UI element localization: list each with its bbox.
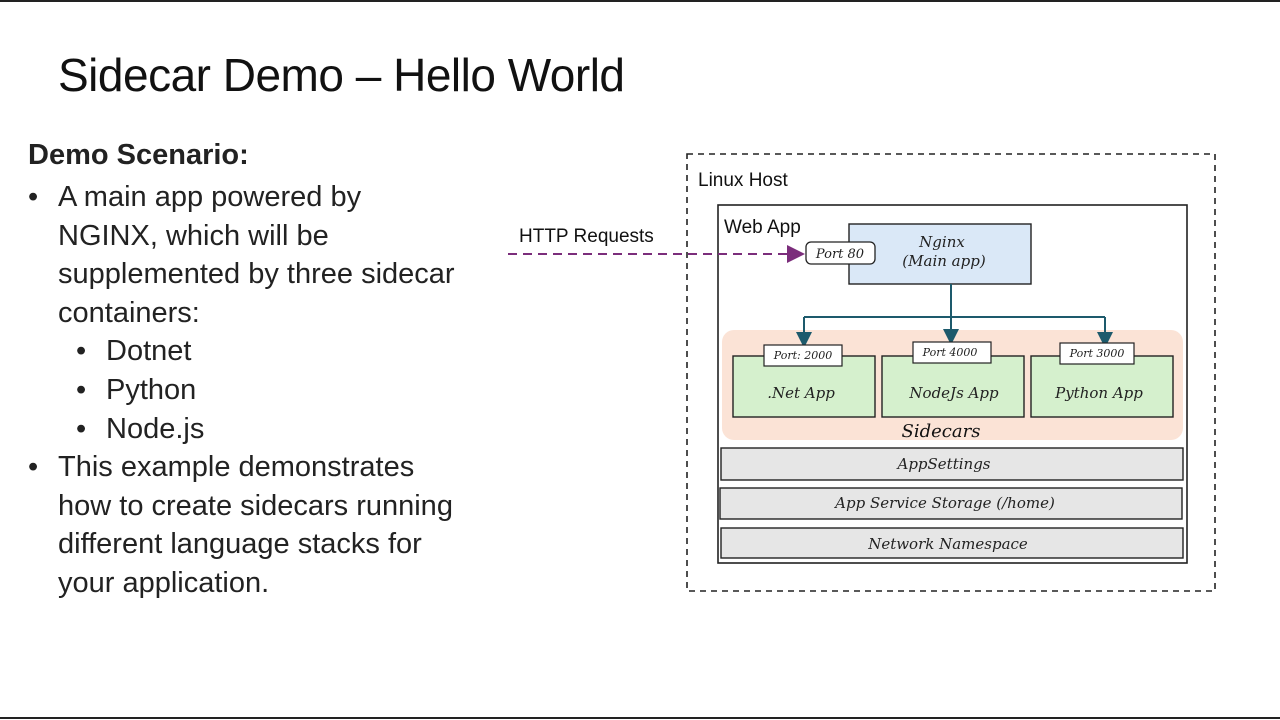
port-2000-label: Port: 2000 (773, 349, 832, 362)
port-4000-label: Port 4000 (922, 346, 978, 359)
nodejs-app-label: NodeJs App (908, 384, 999, 402)
bullet-glyph: • (76, 412, 87, 445)
nginx-sub-label: (Main app) (902, 252, 986, 270)
port-80-label: Port 80 (815, 247, 864, 262)
port-3000-tag (1059, 342, 1135, 365)
storage-label: App Service Storage (/home) (833, 494, 1055, 512)
network-namespace-label: Network Namespace (867, 535, 1028, 553)
bullet-line: This example demonstrates (58, 451, 415, 484)
bottom-border (0, 717, 1280, 719)
python-app-label: Python App (1054, 384, 1143, 402)
sub-bullet-item: • Dotnet (28, 332, 508, 371)
bullet-line: your application. (58, 566, 270, 599)
linux-host-label: Linux Host (698, 170, 788, 191)
sub-bullet-item: • Python (28, 371, 508, 410)
storage-layer (719, 487, 1183, 520)
bullet-line: supplemented by three sidecar (58, 258, 455, 291)
port-80-tag (805, 241, 876, 265)
bullet-glyph: • (28, 451, 39, 484)
sidecars-label: Sidecars (902, 421, 981, 442)
bullet-line: containers: (58, 296, 200, 329)
web-app-border (717, 204, 1188, 564)
port-2000-tag (763, 344, 843, 367)
top-border (0, 0, 1280, 2)
sub-bullet-text: Python (106, 373, 197, 406)
appsettings-label: AppSettings (895, 455, 990, 473)
sub-bullet-text: Node.js (106, 412, 205, 445)
bullet-glyph: • (76, 373, 87, 406)
bullet-line: how to create sidecars running (58, 489, 453, 522)
sub-bullet-item: • Node.js (28, 410, 508, 449)
web-app-label: Web App (724, 217, 801, 238)
appsettings-layer (720, 447, 1184, 481)
nginx-label: Nginx (918, 233, 965, 251)
bullet-list: • A main app powered by NGINX, which wil… (28, 178, 508, 603)
bullet-glyph: • (76, 335, 87, 368)
python-app-box (1030, 355, 1174, 418)
nodejs-app-box (881, 355, 1025, 418)
dotnet-app-label: .Net App (767, 384, 835, 402)
bullet-item: • A main app powered by NGINX, which wil… (28, 178, 508, 332)
http-requests-label: HTTP Requests (519, 226, 654, 247)
bullet-item: • This example demonstrates how to creat… (28, 448, 508, 602)
bullet-line: NGINX, which will be (58, 219, 329, 252)
sub-bullet-text: Dotnet (106, 335, 192, 368)
bullet-glyph: • (28, 181, 39, 213)
slide-title: Sidecar Demo – Hello World (58, 49, 625, 101)
bullet-line: different language stacks for (58, 528, 422, 561)
network-namespace-layer (720, 527, 1184, 559)
port-3000-label: Port 3000 (1069, 347, 1125, 360)
bullet-line: A main app powered by (58, 181, 362, 213)
linux-host-border (686, 153, 1216, 592)
port-4000-tag (912, 341, 992, 364)
scenario-heading: Demo Scenario: (28, 139, 249, 171)
